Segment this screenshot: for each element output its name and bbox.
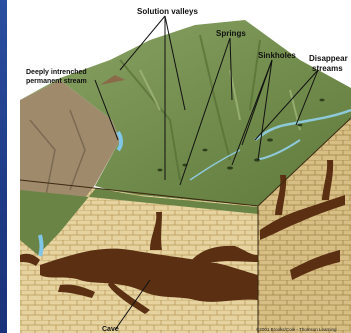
copyright-credit: ©2001 Brooks/Cole - Thomson Learning [256,326,337,332]
label-springs: Springs [216,29,246,38]
label-sinkholes: Sinkholes [258,51,296,60]
label-solution-valleys: Solution valleys [137,7,198,16]
label-disappearing-streams-line1: Disappear [309,54,348,63]
karst-diagram: Solution valleys Springs Sinkholes Disap… [7,0,351,333]
diagram-panel: Solution valleys Springs Sinkholes Disap… [7,0,351,333]
label-intrenched-line1: Deeply intrenched [26,69,87,76]
label-cave: Cave [102,326,119,333]
label-intrenched-line2: permanent stream [26,78,87,85]
label-disappearing-streams-line2: streams [312,64,343,73]
